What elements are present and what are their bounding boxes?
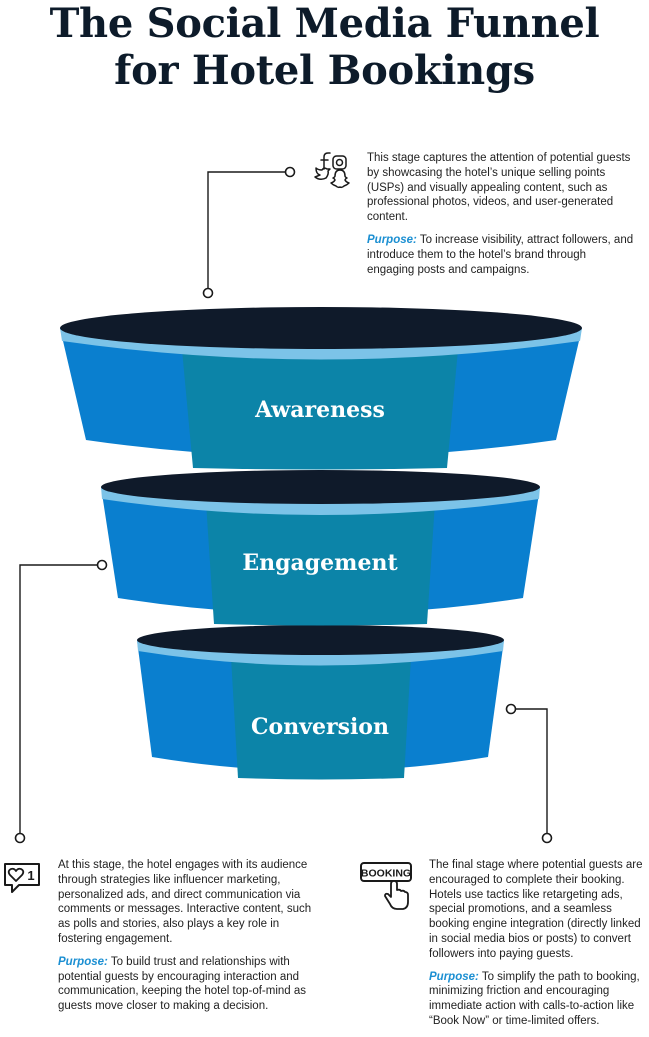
awareness-text: This stage captures the attention of pot… xyxy=(367,151,635,285)
funnel-tier-engagement: Engagement xyxy=(101,470,540,626)
engagement-description: At this stage, the hotel engages with it… xyxy=(58,859,312,945)
page-title: The Social Media Funnel for Hotel Bookin… xyxy=(0,0,649,94)
social-media-icons xyxy=(314,152,350,189)
connector-dot-conversion-top xyxy=(505,703,517,715)
notification-count: 1 xyxy=(27,868,34,883)
twitter-icon xyxy=(314,167,331,181)
purpose-label: Purpose: xyxy=(429,970,479,983)
instagram-icon xyxy=(332,155,347,170)
facebook-icon xyxy=(320,152,331,170)
snapchat-icon xyxy=(330,169,350,189)
connector-engagement xyxy=(19,564,102,838)
awareness-purpose: Purpose: To increase visibility, attract… xyxy=(367,233,635,277)
funnel-tier-awareness: Awareness xyxy=(60,307,582,470)
connector-dot-awareness-top xyxy=(284,166,296,178)
title-line-1: The Social Media Funnel xyxy=(49,0,600,47)
funnel-tier-conversion: Conversion xyxy=(137,625,504,780)
conversion-purpose: Purpose: To simplify the path to booking… xyxy=(429,970,647,1029)
stage-label-conversion: Conversion xyxy=(251,714,389,740)
connector-conversion xyxy=(511,708,548,838)
conversion-description: The final stage where potential guests a… xyxy=(429,859,643,960)
purpose-label: Purpose: xyxy=(367,233,417,246)
pointer-hand-icon xyxy=(384,880,409,910)
engagement-purpose: Purpose: To build trust and relationship… xyxy=(58,955,326,1014)
stage-label-awareness: Awareness xyxy=(254,397,385,423)
conversion-text: The final stage where potential guests a… xyxy=(429,858,647,1037)
purpose-label: Purpose: xyxy=(58,955,108,968)
connector-dot-conversion-bottom xyxy=(541,832,553,844)
purpose-text: To build trust and relationships with po… xyxy=(58,955,307,1013)
connector-dot-awareness-bottom xyxy=(202,287,214,299)
stage-label-engagement: Engagement xyxy=(242,550,398,576)
heart-notification-icon: 1 xyxy=(4,863,40,893)
connector-dots xyxy=(14,166,553,844)
awareness-description: This stage captures the attention of pot… xyxy=(367,152,631,224)
connector-dot-engagement-top xyxy=(96,559,108,571)
booking-click-icon: BOOKING xyxy=(360,862,412,910)
purpose-text: To increase visibility, attract follower… xyxy=(367,233,634,276)
engagement-text: At this stage, the hotel engages with it… xyxy=(58,858,326,1022)
connector-lines xyxy=(19,171,548,838)
title-line-2: for Hotel Bookings xyxy=(114,47,535,94)
connector-awareness xyxy=(207,171,290,293)
booking-badge: BOOKING xyxy=(361,868,411,880)
connector-dot-engagement-bottom xyxy=(14,832,26,844)
